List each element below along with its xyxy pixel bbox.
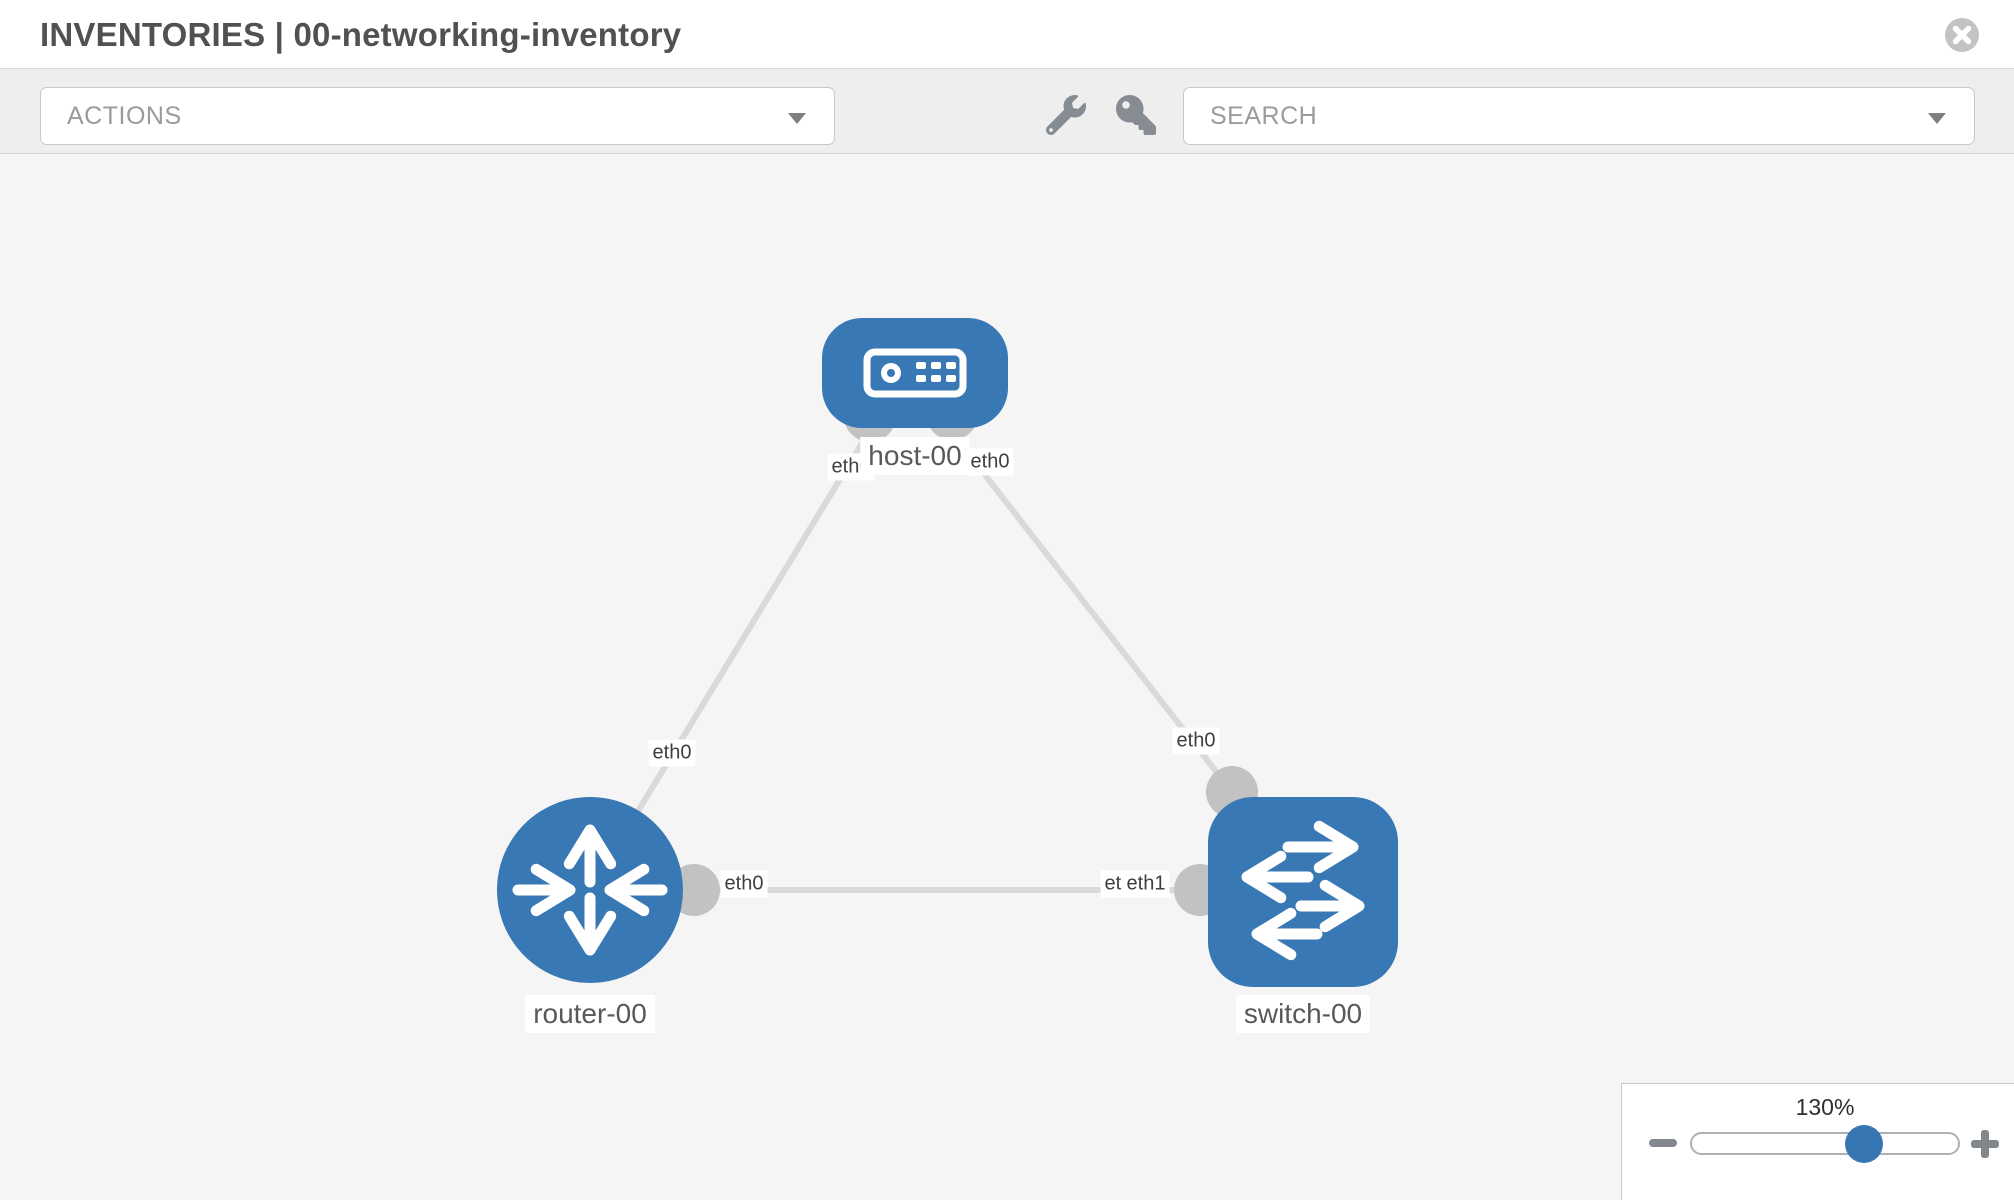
- chevron-down-icon: [788, 113, 806, 124]
- zoom-level-value: 130%: [1795, 1094, 1855, 1120]
- search-dropdown[interactable]: SEARCH: [1183, 87, 1975, 145]
- minus-icon[interactable]: [1649, 1139, 1677, 1147]
- search-dropdown-label: SEARCH: [1210, 102, 1318, 130]
- chevron-down-icon: [1928, 113, 1946, 124]
- actions-dropdown-label: ACTIONS: [67, 102, 182, 130]
- node-router-00[interactable]: [497, 797, 683, 983]
- node-switch-00[interactable]: [1208, 797, 1398, 987]
- link[interactable]: [947, 428, 1235, 794]
- actions-dropdown[interactable]: ACTIONS: [40, 87, 835, 145]
- header-bar: INVENTORIES | 00-networking-inventory: [0, 0, 2014, 69]
- zoom-control-panel: 130%: [1621, 1083, 2014, 1200]
- page-title: INVENTORIES | 00-networking-inventory: [40, 16, 682, 53]
- zoom-slider-thumb[interactable]: [1845, 1125, 1884, 1163]
- zoom-slider-track[interactable]: [1690, 1132, 1960, 1155]
- close-icon[interactable]: [1944, 17, 1980, 53]
- node-host-00[interactable]: [822, 318, 1008, 428]
- key-icon[interactable]: [1116, 95, 1156, 135]
- toolbar: ACTIONS SEARCH: [0, 69, 2014, 154]
- wrench-icon[interactable]: [1046, 95, 1086, 135]
- topology-graph[interactable]: [0, 154, 2014, 1200]
- plus-icon[interactable]: [1971, 1130, 1999, 1158]
